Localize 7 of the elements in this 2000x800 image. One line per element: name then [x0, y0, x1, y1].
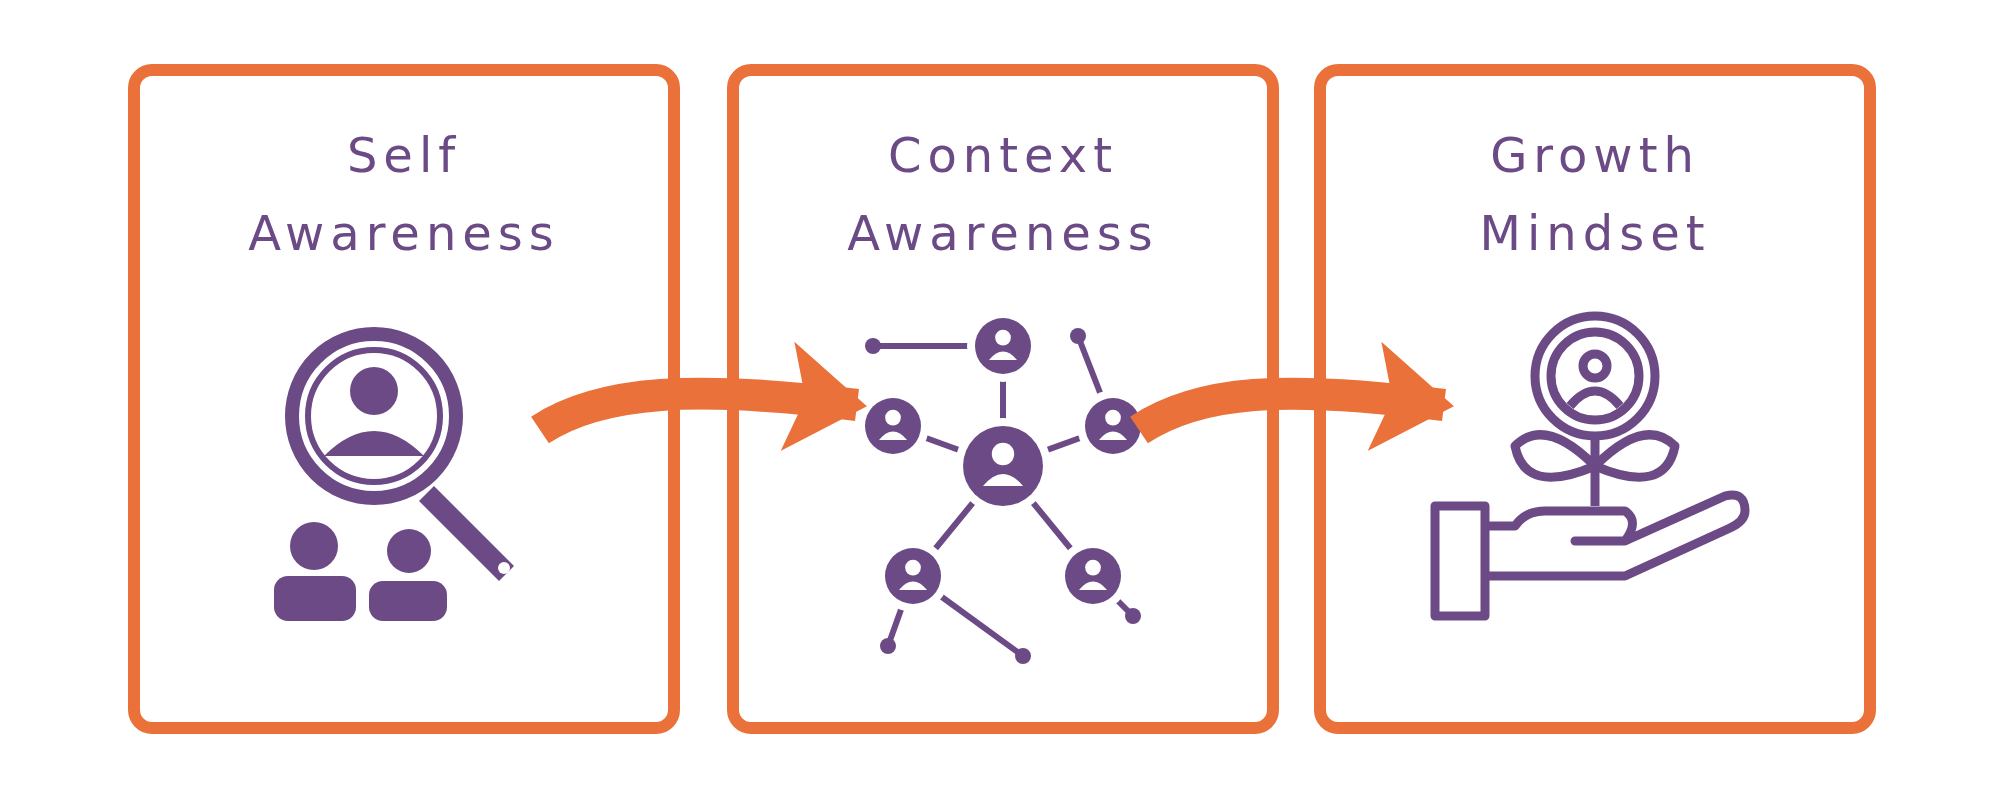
curved-arrow: [1130, 342, 1454, 452]
panel-box: [727, 64, 1279, 734]
panel-title: Self Awareness: [247, 126, 561, 263]
panel-box: [1314, 64, 1876, 734]
panel-title: Growth Mindset: [1478, 126, 1712, 263]
panel-box: [128, 64, 680, 734]
panel-title: Context Awareness: [846, 126, 1160, 263]
